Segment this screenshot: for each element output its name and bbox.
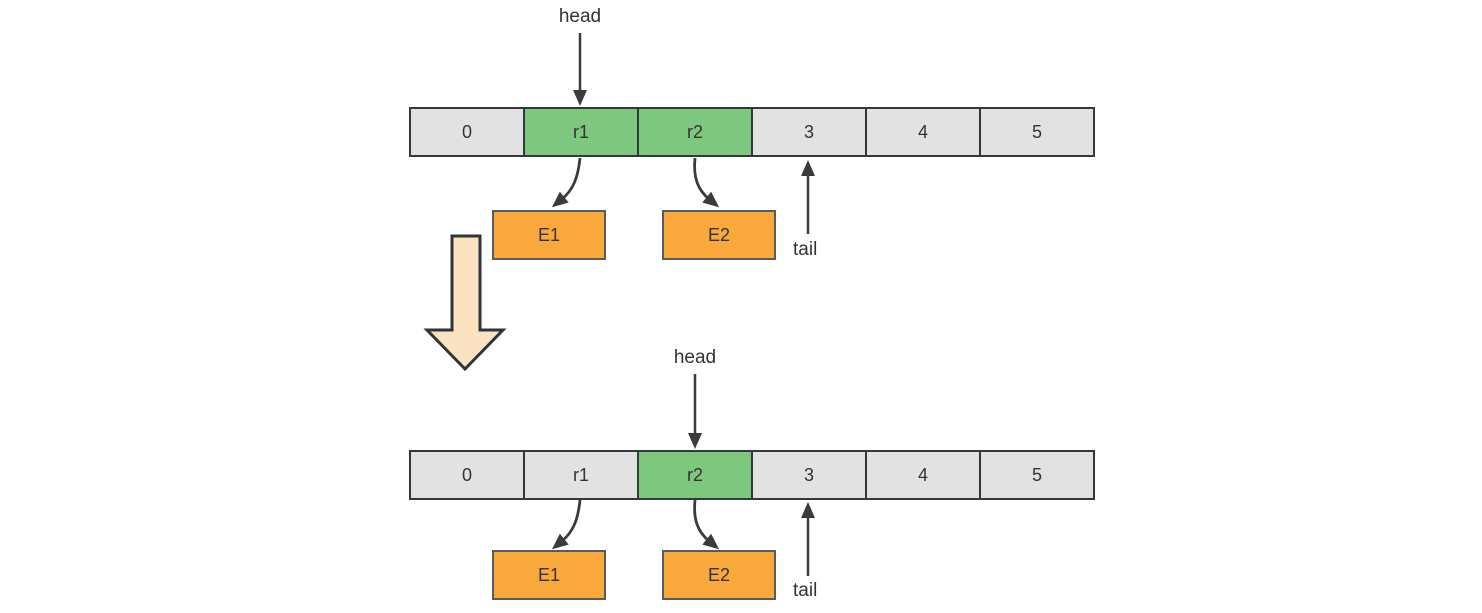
array-top-cell-r2: r2 [639, 109, 753, 155]
array-bottom-cell-0: 0 [411, 452, 525, 498]
element-box-e1-top: E1 [492, 210, 606, 260]
element-box-e1-bottom: E1 [492, 550, 606, 600]
array-top-cell-5: 5 [981, 109, 1093, 155]
connector-r2-e2-top [693, 157, 720, 208]
array-top-cell-r1: r1 [525, 109, 639, 155]
connector-r1-e1-top [551, 157, 582, 208]
element-box-e2-top: E2 [662, 210, 776, 260]
connector-r2-e2-bottom [693, 499, 720, 550]
head-pointer-label-top: head [558, 6, 602, 27]
array-bottom-cell-3: 3 [753, 452, 867, 498]
array-top-cell-3: 3 [753, 109, 867, 155]
connector-r1-e1-bottom [551, 499, 582, 550]
array-bottom: 0 r1 r2 3 4 5 [409, 450, 1095, 500]
head-pointer-label-bottom: head [673, 347, 717, 368]
array-bottom-cell-4: 4 [867, 452, 981, 498]
array-top-cell-4: 4 [867, 109, 981, 155]
array-bottom-cell-5: 5 [981, 452, 1093, 498]
tail-pointer-label-bottom: tail [793, 580, 818, 601]
tail-pointer-label-top: tail [793, 239, 818, 260]
array-bottom-cell-r1: r1 [525, 452, 639, 498]
array-top-cell-0: 0 [411, 109, 525, 155]
array-top: 0 r1 r2 3 4 5 [409, 107, 1095, 157]
array-bottom-cell-r2: r2 [639, 452, 753, 498]
element-box-e2-bottom: E2 [662, 550, 776, 600]
